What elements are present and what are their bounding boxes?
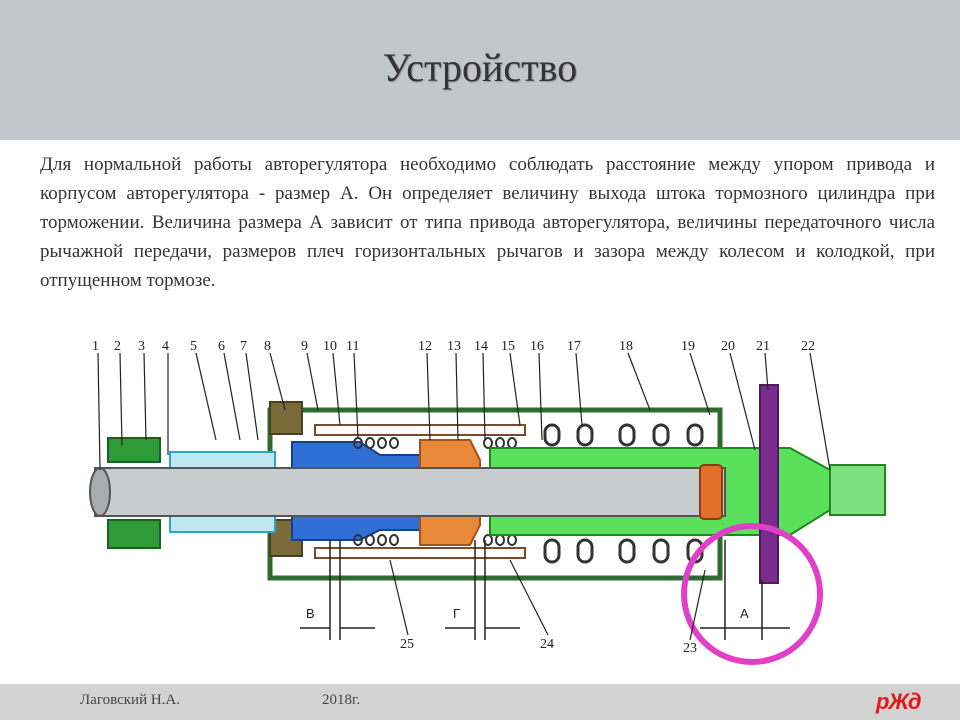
part-number-10: 10: [323, 339, 337, 354]
main-spring-bottom: [543, 538, 704, 564]
left-clamp-top: [107, 437, 161, 463]
autoregulator-diagram: В Г А 1 2 3 4 5 6 7 8 9 10 11 12 13 14 1…: [89, 339, 886, 665]
part-number-6: 6: [218, 339, 225, 354]
part-number-16: 16: [530, 339, 544, 354]
left-clamp-bottom: [107, 519, 161, 549]
part-number-9: 9: [301, 339, 308, 354]
part-number-7: 7: [240, 339, 247, 354]
dimension-v: [300, 540, 375, 640]
highlight-circle: [681, 523, 823, 665]
inner-sleeve-top: [314, 424, 526, 436]
part-number-11: 11: [346, 339, 359, 354]
part-number-24: 24: [540, 637, 554, 652]
shaft-end: [89, 467, 111, 517]
part-number-4: 4: [162, 339, 169, 354]
green-rod-end: [829, 464, 886, 516]
dim-label-a: А: [740, 606, 749, 621]
part-number-12: 12: [418, 339, 432, 354]
part-number-22: 22: [801, 339, 815, 354]
inner-sleeve-bottom: [314, 547, 526, 559]
part-number-14: 14: [474, 339, 488, 354]
part-number-25: 25: [400, 637, 414, 652]
part-number-3: 3: [138, 339, 145, 354]
part-number-20: 20: [721, 339, 735, 354]
part-number-5: 5: [190, 339, 197, 354]
rzd-logo: рЖд: [876, 689, 921, 714]
part-number-15: 15: [501, 339, 515, 354]
slide-title: Устройство: [382, 45, 578, 90]
part-number-18: 18: [619, 339, 633, 354]
header-band: [0, 0, 960, 140]
part-number-17: 17: [567, 339, 581, 354]
dim-label-g: Г: [453, 606, 460, 621]
purple-stop: [759, 384, 779, 584]
dimension-g: [445, 540, 520, 640]
part-number-13: 13: [447, 339, 461, 354]
part-number-2: 2: [114, 339, 121, 354]
shaft-collar: [699, 464, 723, 520]
part-number-21: 21: [756, 339, 770, 354]
main-shaft: [94, 467, 726, 517]
slide-paragraph: Для нормальной работы авторегулятора нео…: [40, 154, 935, 291]
housing-end-cap: [269, 401, 303, 435]
part-number-19: 19: [681, 339, 695, 354]
footer-band: [0, 684, 960, 720]
dim-label-v: В: [306, 606, 315, 621]
leader-lines: [97, 352, 831, 641]
part-number-8: 8: [264, 339, 271, 354]
part-number-23: 23: [683, 641, 697, 656]
footer-author: Лаговский Н.А.: [80, 692, 181, 708]
dimension-a: [700, 540, 790, 640]
main-spring-top: [543, 423, 704, 447]
part-number-1: 1: [92, 339, 99, 354]
footer-year: 2018г.: [322, 692, 361, 708]
